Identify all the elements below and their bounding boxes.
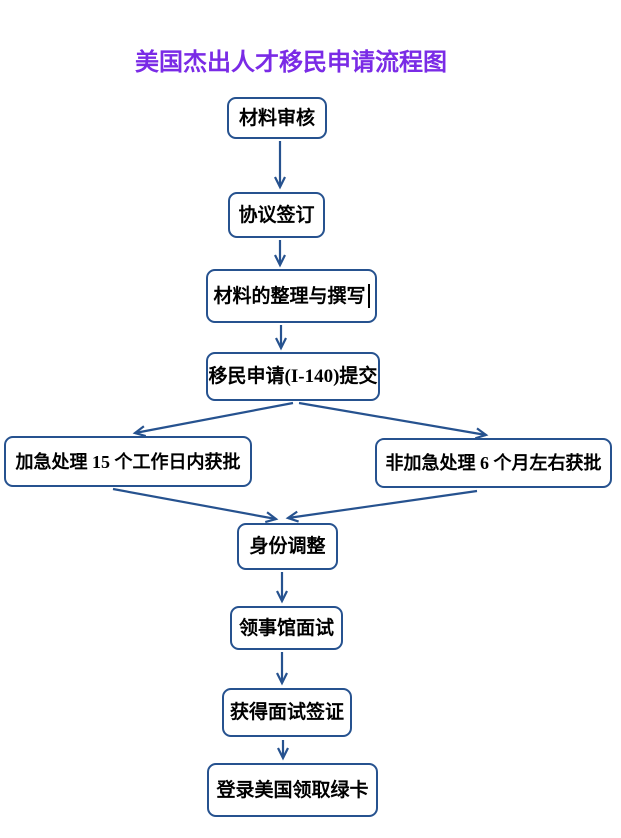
flow-node-label: 登录美国领取绿卡 (216, 779, 369, 801)
flow-node-green-card-landing: 登录美国领取绿卡 (207, 763, 378, 817)
flow-node-label: 身份调整 (249, 536, 326, 557)
flow-node-i140-submission: 移民申请(I-140)提交 (206, 352, 380, 401)
flow-node-label: 获得面试签证 (229, 702, 344, 723)
flow-node-premium-processing: 加急处理 15 个工作日内获批 (4, 436, 252, 487)
connector-arrow (112, 487, 279, 524)
flow-node-label: 领事馆面试 (238, 617, 334, 639)
flow-node-label: 非加急处理 6 个月左右获批 (385, 453, 602, 473)
page-title: 美国杰出人才移民申请流程图 (135, 49, 447, 76)
flow-node-status-adjustment: 身份调整 (237, 523, 338, 570)
flow-node-label: 加急处理 15 个工作日内获批 (15, 451, 241, 472)
text-cursor (367, 284, 370, 308)
flow-node-label: 材料审核 (238, 107, 315, 129)
connector-arrow (285, 489, 478, 523)
flow-node-material-review: 材料审核 (227, 97, 327, 139)
flow-node-label: 协议签订 (238, 204, 315, 226)
connector-arrow (132, 401, 294, 438)
flow-node-label: 材料的整理与撰写 (213, 285, 366, 307)
flow-node-consulate-interview: 领事馆面试 (230, 606, 343, 650)
flow-node-regular-processing: 非加急处理 6 个月左右获批 (375, 438, 612, 488)
flow-node-label: 移民申请(I-140)提交 (208, 366, 378, 387)
flow-node-interview-visa: 获得面试签证 (222, 688, 352, 737)
flow-node-material-preparation: 材料的整理与撰写 (206, 269, 377, 323)
connector-arrow (298, 401, 489, 440)
flow-node-agreement-signing: 协议签订 (228, 192, 325, 238)
